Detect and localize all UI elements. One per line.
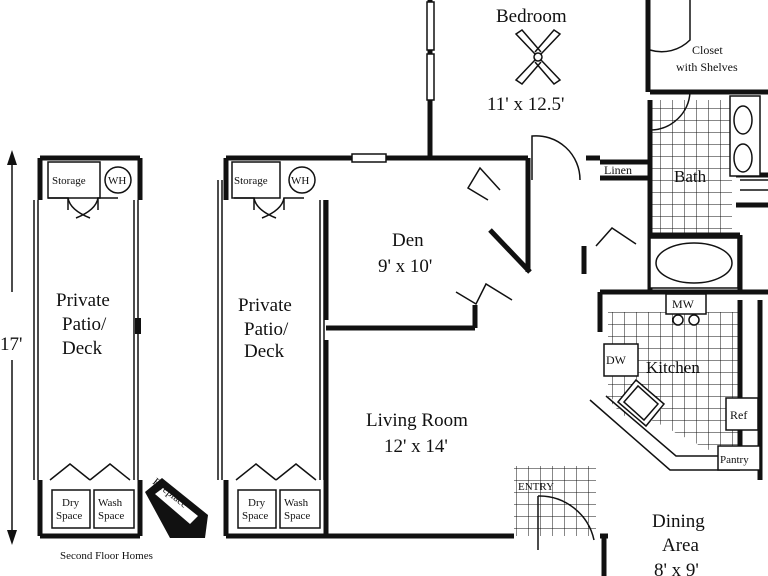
patio-right-storage: Storage (234, 175, 268, 187)
fireplace (145, 478, 208, 538)
microwave-label: MW (672, 297, 695, 311)
dining-dims: 8' x 9' (654, 560, 699, 576)
dining-label-1: Dining (652, 511, 705, 532)
patio-left (33, 155, 143, 539)
refrigerator-label: Ref (730, 408, 747, 422)
patio-right-wash-2: Space (284, 510, 310, 522)
patio-left-label-2: Patio/ (62, 314, 107, 335)
patio-right-label-3: Deck (244, 341, 285, 362)
caption: Second Floor Homes (60, 550, 153, 562)
living-room-dims: 12' x 14' (384, 436, 448, 457)
door-swings (455, 0, 691, 550)
patio-left-wh: WH (108, 175, 126, 187)
pantry-label: Pantry (720, 454, 749, 466)
kitchen-label: Kitchen (646, 358, 700, 377)
den-label: Den (392, 230, 424, 251)
linen-label: Linen (604, 163, 632, 177)
patio-right (217, 155, 328, 539)
entry-label: ENTRY (518, 481, 554, 493)
unit-walls (323, 0, 768, 576)
patio-right-wh: WH (291, 175, 309, 187)
bedroom-label: Bedroom (496, 6, 567, 27)
entry-tile-floor (514, 466, 596, 536)
patio-left-wash-2: Space (98, 510, 124, 522)
kitchen-fixtures (589, 293, 761, 471)
patio-right-wash-1: Wash (284, 497, 309, 509)
patio-right-label-2: Patio/ (244, 319, 289, 340)
bath-tile-floor (650, 100, 732, 235)
patio-left-storage: Storage (52, 175, 86, 187)
patio-left-wash-1: Wash (98, 497, 123, 509)
closet-label-1: Closet (692, 43, 723, 57)
patio-right-label-1: Private (238, 295, 292, 316)
ceiling-fan-icon (514, 29, 562, 85)
dishwasher-label: DW (606, 353, 627, 367)
dimension-line (7, 150, 17, 545)
patio-right-dry-1: Dry (248, 497, 266, 509)
patio-right-dry-2: Space (242, 510, 268, 522)
living-room-label: Living Room (366, 410, 468, 431)
patio-left-dry-2: Space (56, 510, 82, 522)
bedroom-dims: 11' x 12.5' (487, 94, 564, 115)
bath-label: Bath (674, 167, 707, 186)
dining-label-2: Area (662, 535, 699, 556)
windows (351, 1, 435, 163)
patio-left-label-1: Private (56, 290, 110, 311)
bath-fixtures (649, 95, 768, 289)
den-dims: 9' x 10' (378, 256, 432, 277)
closet-label-2: with Shelves (676, 60, 738, 74)
dimension-label: 17' (0, 334, 22, 355)
patio-left-dry-1: Dry (62, 497, 80, 509)
patio-left-label-3: Deck (62, 338, 103, 359)
